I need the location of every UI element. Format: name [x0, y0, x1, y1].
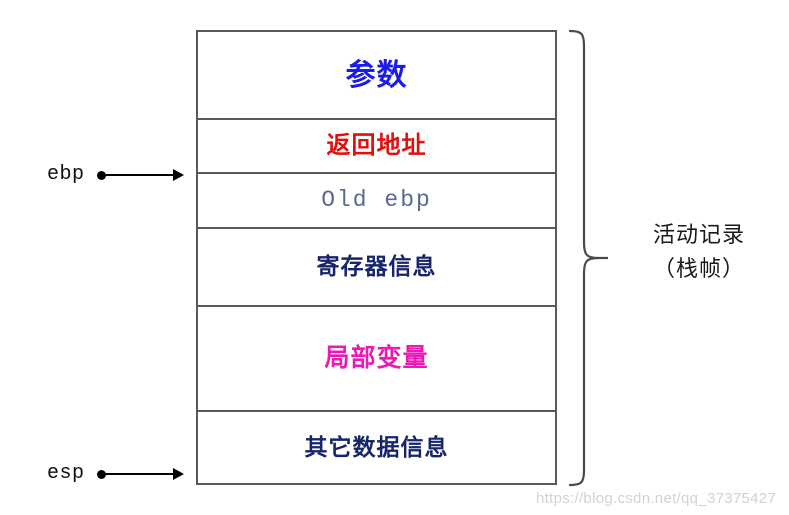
watermark: https://blog.csdn.net/qq_37375427: [536, 490, 777, 507]
row-other-data: 其它数据信息: [198, 412, 555, 483]
pointer-esp-label: esp: [47, 462, 85, 485]
frame-caption-line1: 活动记录: [652, 222, 745, 247]
pointer-ebp-dot-icon: [96, 170, 106, 180]
pointer-esp: esp: [47, 462, 184, 486]
row-local-variables-label: 局部变量: [324, 343, 429, 372]
row-return-address-label: 返回地址: [326, 131, 427, 159]
row-local-variables: 局部变量: [198, 307, 555, 412]
curly-brace-icon: [568, 29, 608, 487]
row-old-ebp: Old ebp: [198, 174, 555, 229]
pointer-ebp: ebp: [47, 163, 184, 187]
row-arguments: 参数: [198, 32, 555, 120]
pointer-ebp-label: ebp: [47, 163, 85, 186]
row-return-address: 返回地址: [198, 120, 555, 174]
pointer-ebp-line: [105, 174, 174, 176]
frame-caption-line2: （栈帧）: [652, 256, 745, 282]
row-register-info-label: 寄存器信息: [316, 253, 437, 280]
pointer-esp-arrowhead-icon: [172, 468, 184, 480]
stack-frame-table: 参数 返回地址 Old ebp 寄存器信息 局部变量 其它数据信息: [196, 30, 557, 485]
pointer-ebp-arrowhead-icon: [172, 169, 184, 181]
row-old-ebp-label: Old ebp: [321, 186, 432, 213]
row-other-data-label: 其它数据信息: [304, 433, 449, 460]
frame-brace: [564, 28, 608, 488]
row-arguments-label: 参数: [345, 58, 408, 92]
pointer-esp-dot-icon: [96, 469, 106, 479]
pointer-esp-line: [105, 473, 174, 475]
row-register-info: 寄存器信息: [198, 229, 555, 307]
frame-caption: 活动记录 （栈帧）: [624, 218, 774, 286]
